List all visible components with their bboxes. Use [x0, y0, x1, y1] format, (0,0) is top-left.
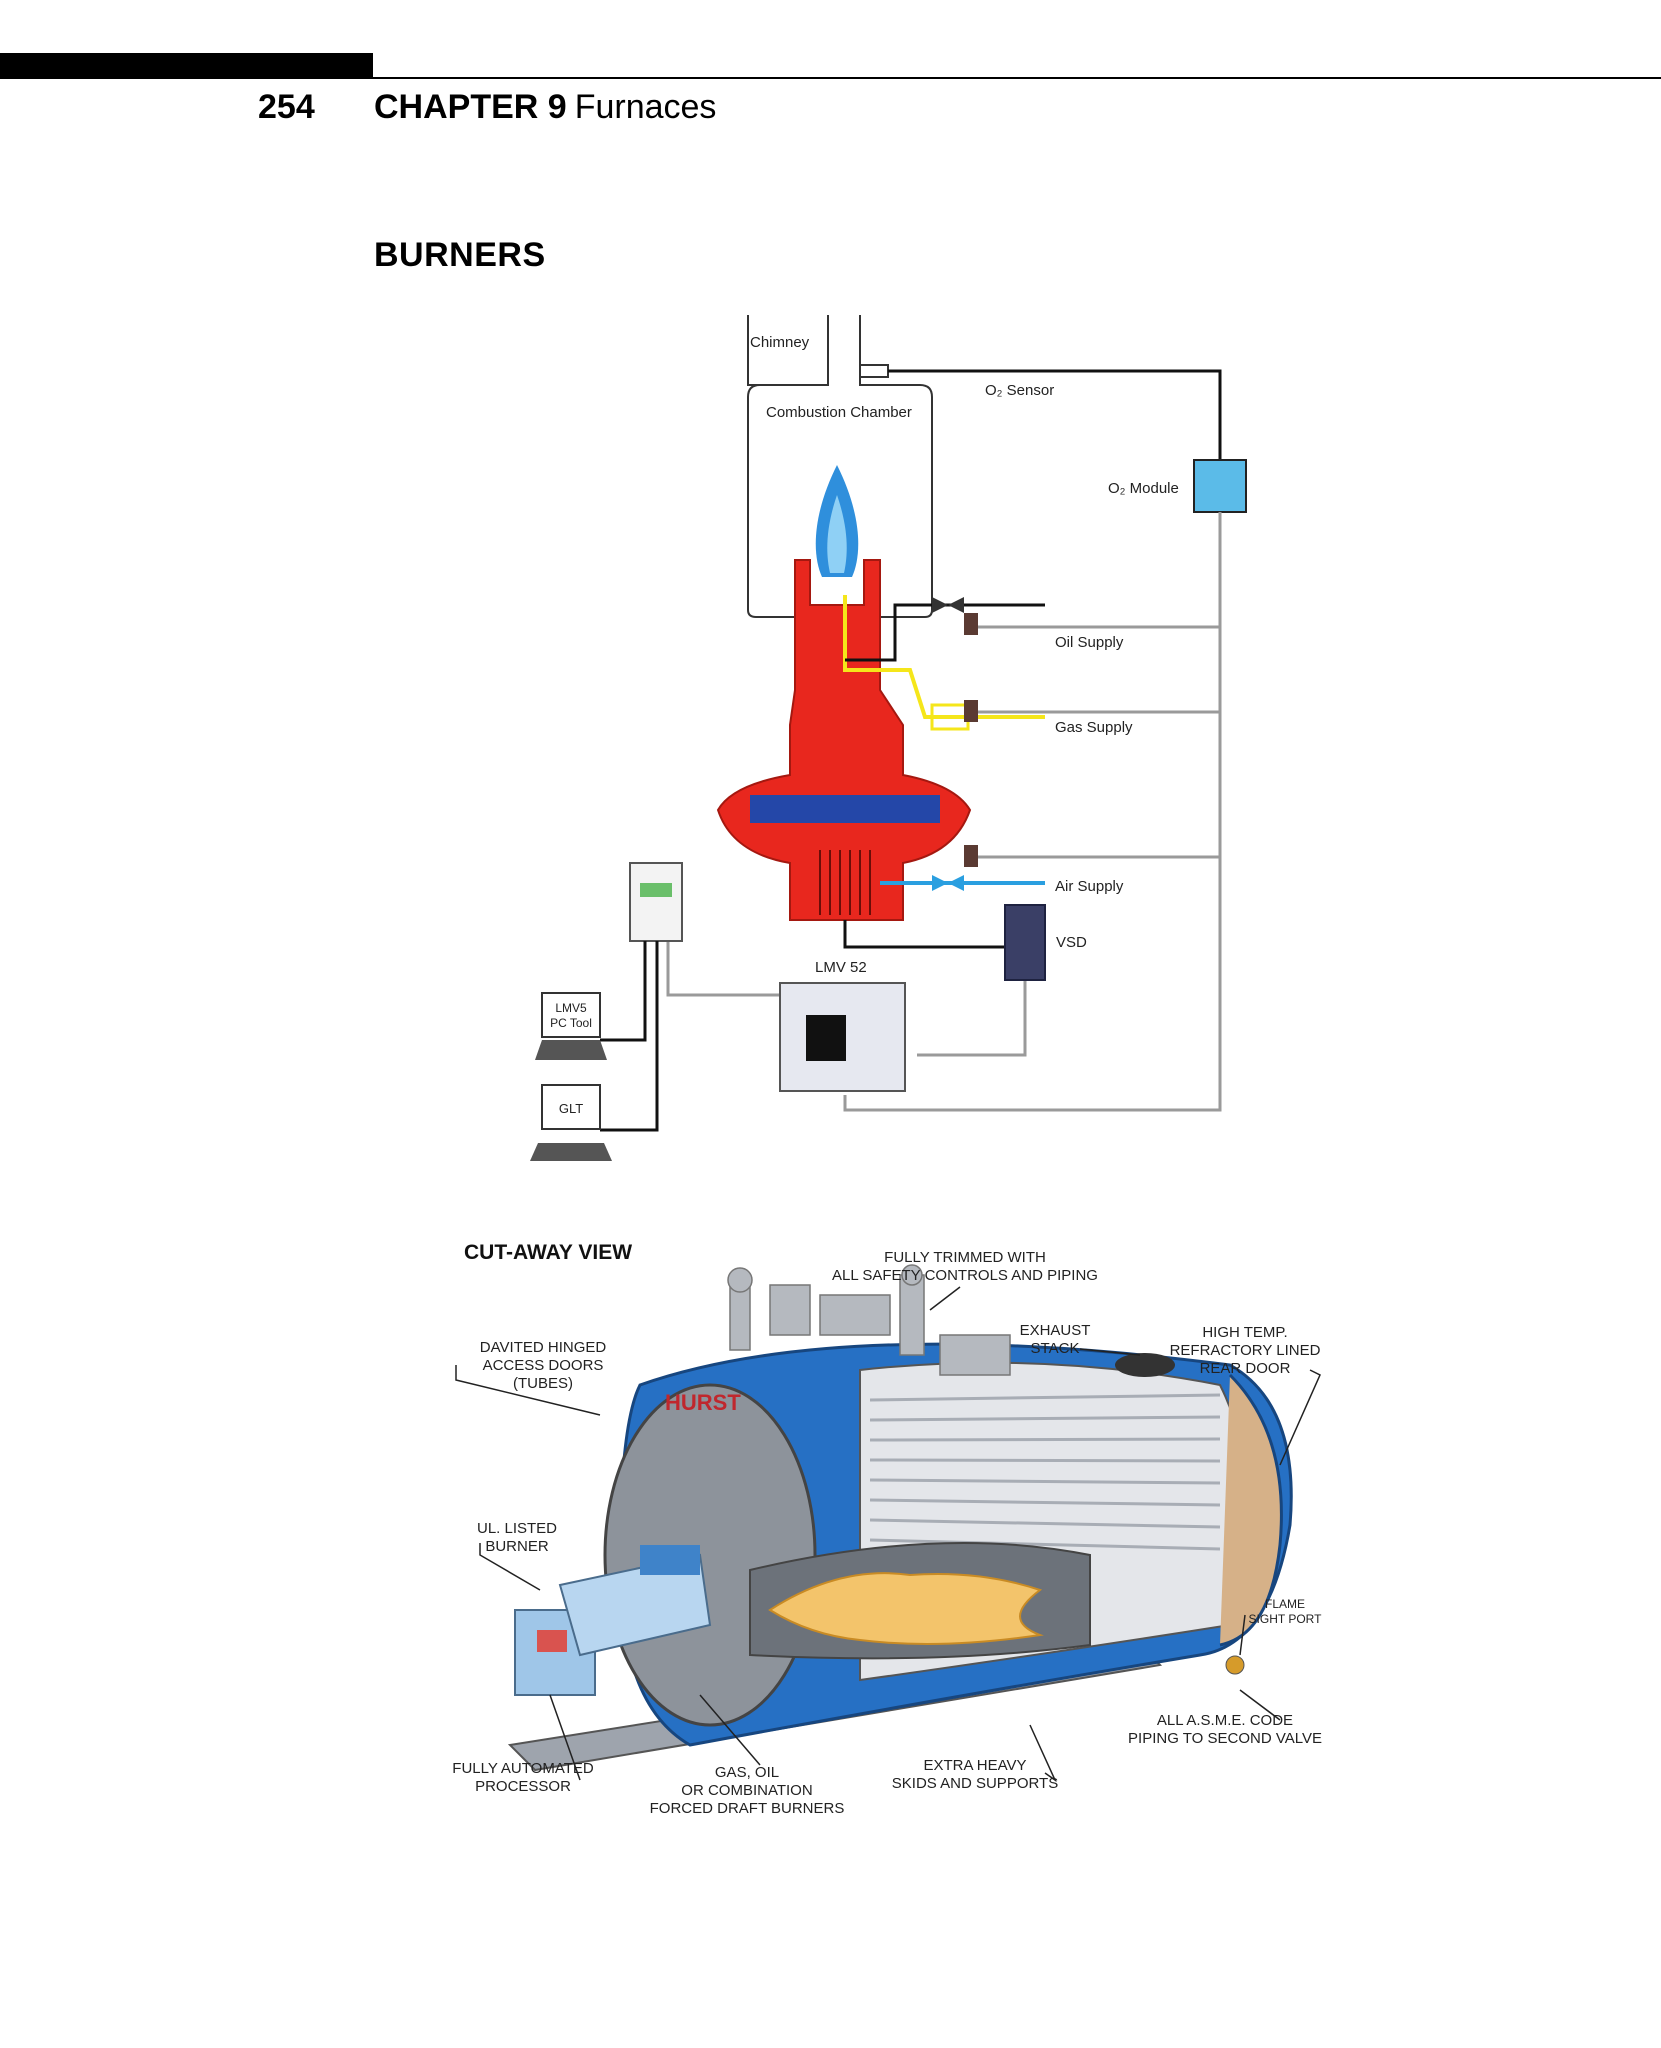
header-rule-thin [373, 77, 1661, 79]
cutaway-title: CUT-AWAY VIEW [464, 1241, 632, 1264]
callout-burners-3: FORCED DRAFT BURNERS [650, 1800, 845, 1817]
burner-air-fins [819, 850, 871, 915]
page-number: 254 [258, 88, 315, 126]
gas-supply-label: Gas Supply [1055, 719, 1133, 736]
chapter-label: CHAPTER 9 [374, 88, 567, 126]
callout-skids-1: EXTRA HEAVY [923, 1757, 1026, 1774]
oil-valve-icon-b [948, 597, 964, 613]
callout-arrows [455, 1286, 1321, 1783]
callout-processor-1: FULLY AUTOMATED [452, 1760, 594, 1777]
callout-burners-1: GAS, OIL [715, 1764, 779, 1781]
display-module-icon [629, 862, 683, 942]
air-damper-icon [932, 875, 948, 891]
oil-line [845, 603, 1045, 662]
callout-ul-burner-2: BURNER [485, 1538, 549, 1555]
flame-icon [768, 1572, 1044, 1645]
o2-sensor-label: O₂ Sensor [985, 382, 1054, 399]
section-title: BURNERS [374, 236, 546, 274]
callout-davited-2: ACCESS DOORS [483, 1357, 604, 1374]
pc-tool-laptop-icon [541, 992, 601, 1038]
air-supply-label: Air Supply [1055, 878, 1124, 895]
combustion-chamber-label: Combustion Chamber [766, 404, 912, 421]
callout-ul-burner-1: UL. LISTED [477, 1520, 557, 1537]
callout-flame-port-1: FLAME [1265, 1597, 1305, 1611]
o2-sensor-icon [859, 364, 889, 378]
callout-asme-2: PIPING TO SECOND VALVE [1128, 1730, 1322, 1747]
front-access-door [603, 1383, 817, 1727]
burner-motor [640, 1545, 700, 1575]
callout-exhaust-1: EXHAUST [1020, 1322, 1091, 1339]
vsd-icon [1004, 904, 1046, 981]
callout-fully-trimmed-1: FULLY TRIMMED WITH [884, 1249, 1046, 1266]
callout-rear-door-2: REFRACTORY LINED [1170, 1342, 1321, 1359]
gas-actuator-icon [964, 700, 978, 722]
chimney-inner-wall [748, 315, 829, 386]
oil-supply-label: Oil Supply [1055, 634, 1124, 651]
callout-flame-port-2: SIGHT PORT [1249, 1612, 1323, 1626]
callout-asme-1: ALL A.S.M.E. CODE [1157, 1712, 1293, 1729]
callout-processor-2: PROCESSOR [475, 1778, 571, 1795]
boiler-brand: HURST [665, 1390, 741, 1415]
display-module-screen [640, 883, 672, 897]
air-damper-icon-b [948, 875, 964, 891]
control-wiring [666, 512, 1222, 1112]
chapter-name: Furnaces [574, 88, 717, 126]
callout-fully-trimmed-2: ALL SAFETY CONTROLS AND PIPING [832, 1267, 1098, 1284]
air-actuator-icon [964, 845, 978, 867]
oil-valve-icon [932, 597, 948, 613]
glt-wire [600, 941, 659, 1132]
safety-controls-piping [727, 1264, 1011, 1376]
callout-rear-door-1: HIGH TEMP. [1202, 1324, 1287, 1341]
burner-control-diagram: Chimney Combustion Chamber O₂ Sensor O₂ … [530, 315, 1247, 1161]
lmv52-display [806, 1015, 846, 1061]
header-rule-thick [0, 53, 373, 79]
vsd-label: VSD [1056, 934, 1087, 951]
callout-skids-2: SKIDS AND SUPPORTS [892, 1775, 1058, 1792]
processor-panel [537, 1630, 567, 1652]
glt-keyboard [530, 1143, 612, 1161]
callout-davited-1: DAVITED HINGED [480, 1339, 607, 1356]
o2-module-label: O₂ Module [1108, 480, 1179, 497]
callout-exhaust-2: STACK [1031, 1340, 1080, 1357]
burner-fan [750, 795, 940, 823]
pc-tool-wire [600, 941, 647, 1042]
pc-tool-keyboard [535, 1040, 607, 1060]
callout-rear-door-3: REAR DOOR [1200, 1360, 1291, 1377]
oil-actuator-icon [964, 613, 978, 635]
rear-door [1219, 1373, 1283, 1647]
glt-label: GLT [559, 1101, 583, 1116]
burner-body [716, 559, 972, 921]
o2-sensor-wire [888, 369, 1222, 460]
flame-core [827, 495, 847, 573]
vsd-wire [843, 920, 1005, 949]
o2-module-icon [1193, 459, 1247, 513]
callout-burners-2: OR COMBINATION [681, 1782, 812, 1799]
flame-sight-port-icon [1225, 1655, 1245, 1675]
chimney-label: Chimney [750, 334, 810, 351]
callout-davited-3: (TUBES) [513, 1375, 573, 1392]
exhaust-stack-icon [1115, 1353, 1175, 1377]
glt-computer-icon [541, 1084, 601, 1130]
callout-labels: FULLY TRIMMED WITH ALL SAFETY CONTROLS A… [452, 1249, 1322, 1817]
lmv52-label: LMV 52 [815, 959, 867, 976]
boiler-cutaway-diagram: CUT-AWAY VIEW HURST FULLY TRIMMED WITH A… [452, 1241, 1322, 1817]
pc-tool-label-1: LMV5 [555, 1001, 587, 1015]
pc-tool-label-2: PC Tool [550, 1016, 592, 1030]
fire-tubes [869, 1393, 1221, 1551]
